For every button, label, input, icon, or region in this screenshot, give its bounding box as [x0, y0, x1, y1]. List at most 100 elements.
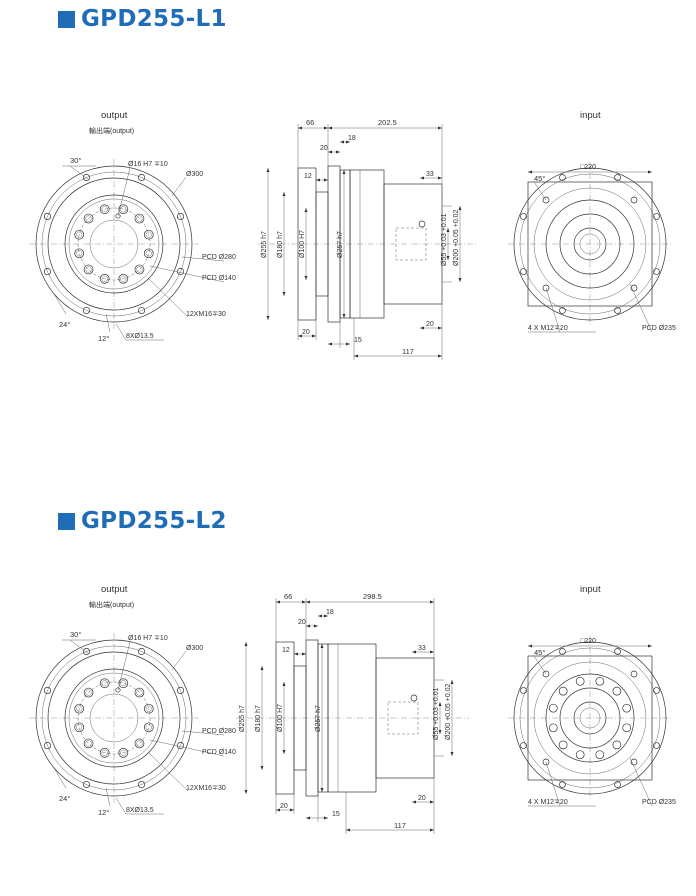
- dimension-66-label: 66: [284, 592, 292, 601]
- arrow-icon: [438, 326, 442, 330]
- flange-outer-circle: [35, 639, 193, 797]
- tapped-hole-icon: [83, 213, 94, 224]
- arrow-icon: [648, 644, 652, 648]
- pin-hole-icon: [115, 213, 121, 219]
- mounting-hole-icon: [138, 306, 146, 315]
- arrow-icon: [528, 170, 532, 174]
- tapped-hole-icon: [558, 686, 568, 696]
- dimension-18-label: 18: [348, 135, 356, 142]
- dimension-20-label: 20: [426, 321, 434, 328]
- arrow-icon: [276, 808, 280, 812]
- tapped-hole-icon: [575, 676, 585, 686]
- dimension-66-label: 66: [306, 118, 314, 127]
- tapped-hole-icon: [118, 273, 129, 284]
- arrow-icon: [346, 140, 350, 144]
- arrow-icon: [450, 680, 454, 684]
- pcd-235-label: PCD Ø235: [642, 799, 676, 806]
- tapped-hole-icon: [83, 264, 94, 275]
- housing-inner-circle: [519, 647, 661, 789]
- diameter-300-label: Ø300: [186, 171, 203, 178]
- arrow-icon: [306, 816, 310, 820]
- bore-circle: [89, 219, 139, 269]
- angle-leader: [69, 165, 90, 181]
- mounting-hole-icon: [82, 173, 90, 182]
- mounting-hole-icon: [176, 742, 185, 750]
- diameter-257-label: Ø257 h7: [337, 231, 344, 258]
- tapped-hole-icon: [612, 686, 622, 696]
- hole-spec-label: Ø16 H7 ∓10: [128, 161, 168, 168]
- tapped-hole-icon: [74, 722, 85, 733]
- pcd-circle: [77, 207, 151, 281]
- tapped-hole-icon: [622, 723, 632, 733]
- diameter-300-label: Ø300: [186, 645, 203, 652]
- pcd-circle: [533, 661, 647, 775]
- tapped-hole-icon: [99, 204, 110, 215]
- arrow-icon: [528, 644, 532, 648]
- arrow-icon: [648, 170, 652, 174]
- arrow-icon: [346, 342, 350, 346]
- arrow-icon: [412, 650, 416, 654]
- tapped-hole-icon: [118, 747, 129, 758]
- tapped-hole-icon: [542, 196, 550, 204]
- diameter-200-label: Ø200 +0.05 +0.02: [445, 683, 452, 740]
- arrow-icon: [260, 766, 264, 770]
- mounting-hole-icon: [614, 174, 621, 181]
- tapped-hole-icon: [120, 275, 127, 282]
- mounting-hole-icon: [559, 307, 566, 314]
- pcd-leader: [629, 757, 653, 807]
- tapped-hole-icon: [83, 687, 94, 698]
- pcd-280-label: PCD Ø280: [202, 728, 236, 735]
- tapped-hole-icon: [85, 215, 92, 222]
- mounting-hole-icon: [43, 212, 52, 220]
- output-view-label: output: [101, 110, 128, 121]
- section-title-l2: GPD255-L2: [58, 508, 227, 534]
- hole-leader: [117, 167, 131, 217]
- dimension-33-label: 33: [418, 645, 426, 652]
- tapped-hole-icon: [595, 676, 605, 686]
- dimension-15-label: 15: [354, 337, 362, 344]
- mounting-hole-icon: [653, 687, 660, 694]
- holes-leader: [115, 797, 127, 815]
- arrow-icon: [304, 276, 308, 280]
- arrow-icon: [324, 178, 328, 182]
- tapped-hole-icon: [143, 248, 154, 259]
- tapped-hole-icon: [548, 703, 558, 713]
- arrow-icon: [438, 730, 442, 734]
- arrow-icon: [446, 256, 450, 260]
- dimension-length-label: 202.5: [378, 118, 397, 127]
- tapped-hole-icon: [548, 723, 558, 733]
- arrow-icon: [302, 652, 306, 656]
- dimension-20-label: 20: [320, 145, 328, 152]
- mounting-hole-icon: [653, 268, 660, 275]
- adapter-circle: [559, 213, 621, 275]
- tapped-hole-icon: [575, 750, 585, 760]
- flange-pcd-circle: [41, 645, 187, 791]
- thread-leader: [545, 761, 561, 807]
- output-view-sublabel: 輸出端(output): [89, 600, 134, 609]
- dimension-12-label: 12: [282, 647, 290, 654]
- tapped-hole-icon: [76, 724, 83, 731]
- pcd-leader: [181, 730, 225, 736]
- input-bore: [395, 227, 427, 261]
- thread-leader: [147, 751, 189, 792]
- diameter-180-label: Ø180 h7: [255, 705, 262, 732]
- tapped-hole-icon: [101, 749, 108, 756]
- tapped-hole-icon: [76, 250, 83, 257]
- mounting-hole-icon: [520, 268, 527, 275]
- tapped-hole-icon: [134, 213, 145, 224]
- arrow-icon: [420, 326, 424, 330]
- dimension-20-label: 20: [418, 795, 426, 802]
- angle-leader: [105, 787, 111, 807]
- angle-label-12: 12°: [98, 334, 109, 343]
- input-bore: [387, 701, 419, 735]
- arrow-icon: [244, 790, 248, 794]
- tapped-hole-icon: [612, 740, 622, 750]
- input-adapter-body: [375, 657, 435, 779]
- arrow-icon: [266, 168, 270, 172]
- tapped-hole-icon: [542, 284, 550, 292]
- tapped-hole-icon: [74, 703, 85, 714]
- thread-spec-label: 12XM16∓30: [186, 785, 226, 792]
- mounting-hole-icon: [559, 781, 566, 788]
- tapped-hole-icon: [85, 740, 92, 747]
